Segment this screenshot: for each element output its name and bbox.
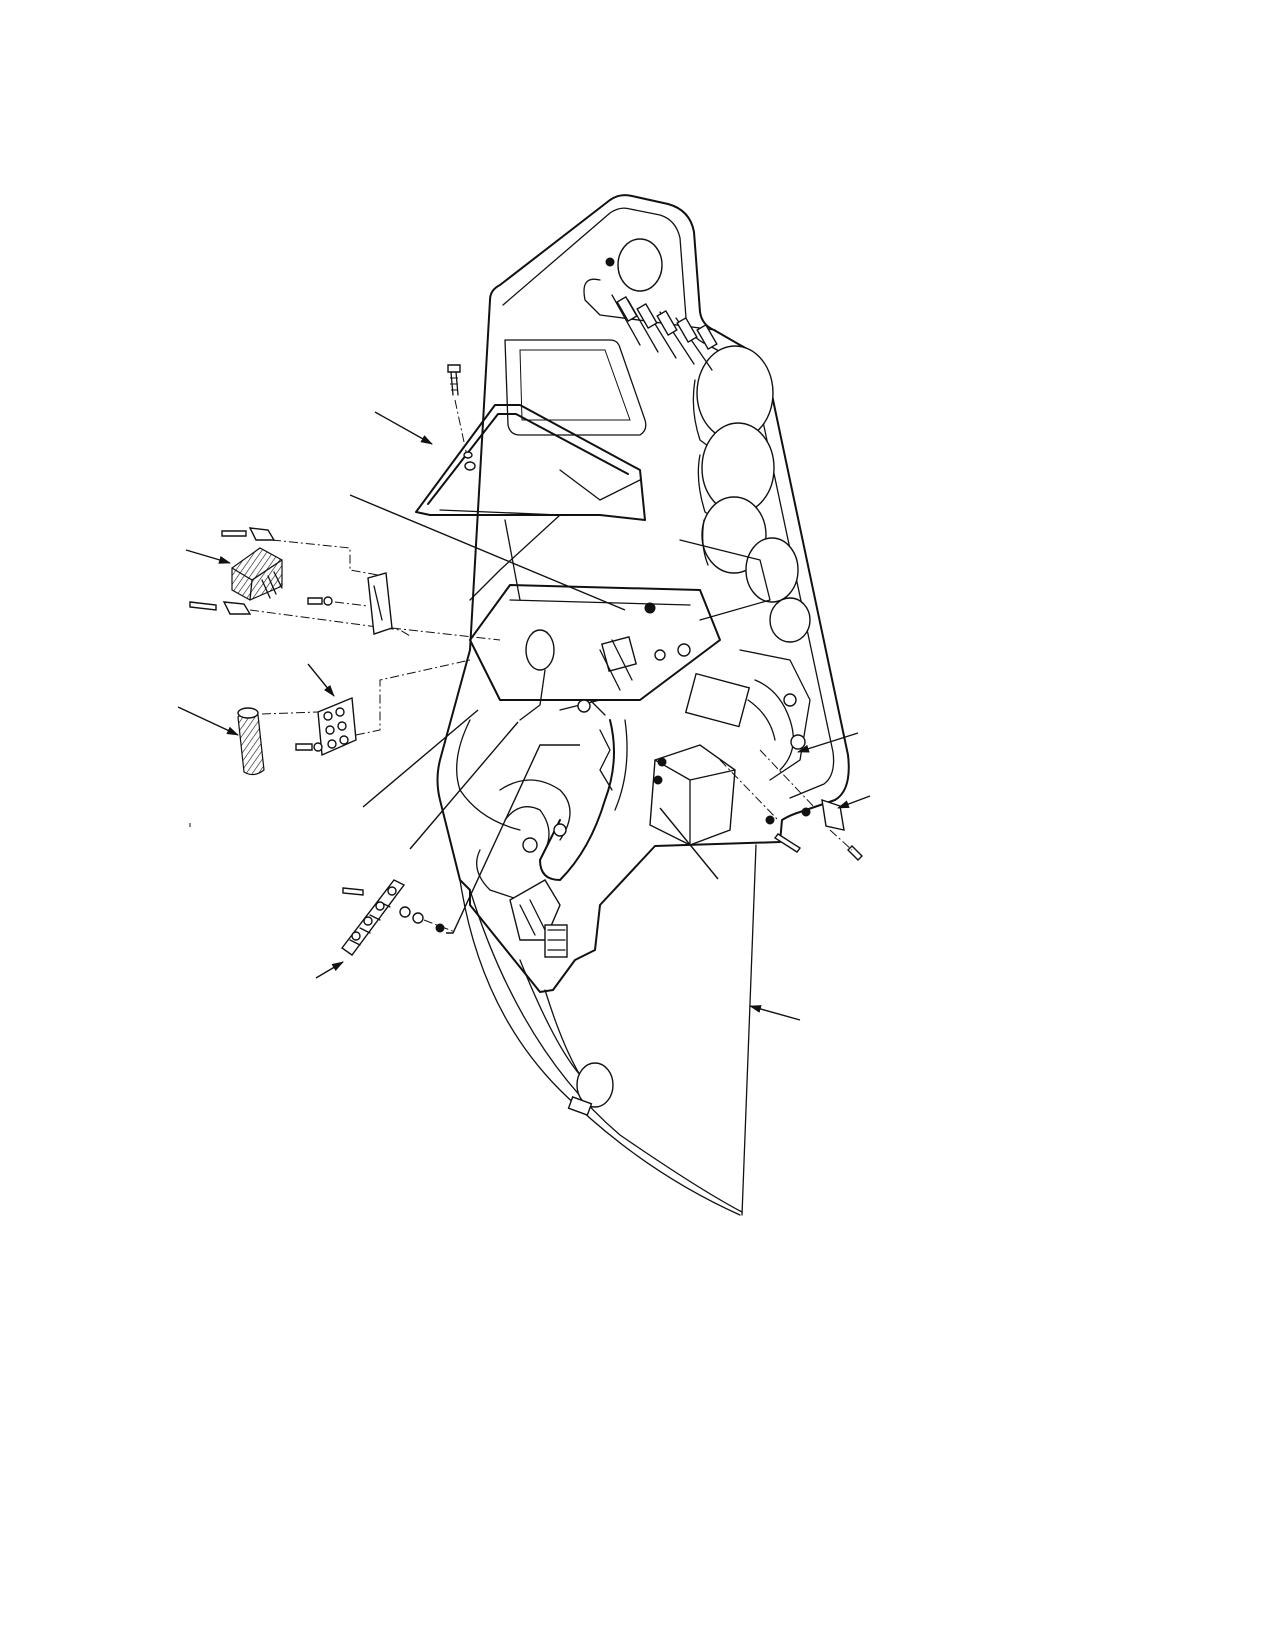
leader-tube	[177, 706, 239, 736]
handle-frame	[415, 404, 646, 601]
lower-harness	[456, 629, 633, 901]
transformer	[649, 744, 736, 846]
leader-terminal-long-arrow	[315, 961, 344, 979]
housing-inner-rim	[502, 207, 835, 799]
leader-bracket	[837, 795, 871, 809]
leader-wire-b	[409, 721, 519, 850]
leader-right-harness	[797, 732, 859, 753]
mounting-bracket	[307, 572, 501, 641]
leader-nut-center	[349, 494, 626, 611]
tube-sleeve	[237, 707, 265, 776]
leader-transformer	[659, 807, 719, 880]
leader-relay	[185, 549, 231, 564]
leader-wire-a	[362, 709, 479, 808]
leader-frame	[374, 411, 433, 445]
right-bracket	[719, 749, 863, 861]
capacitor-stack	[605, 238, 811, 643]
relay-block	[189, 527, 411, 637]
right-harness	[684, 649, 811, 781]
callout-leaders	[177, 411, 871, 1021]
leader-terminal-long	[446, 744, 580, 934]
leader-cover	[749, 1005, 801, 1021]
top-screw	[447, 364, 476, 471]
top-recess-panel	[504, 339, 647, 436]
long-terminal-strip	[341, 879, 456, 956]
small-terminal-board	[261, 659, 471, 757]
top-connector-row	[583, 278, 718, 371]
housing	[415, 194, 850, 993]
lower-connector	[509, 879, 568, 958]
leader-terminal-small	[307, 663, 335, 697]
cover-panel	[459, 844, 757, 1216]
